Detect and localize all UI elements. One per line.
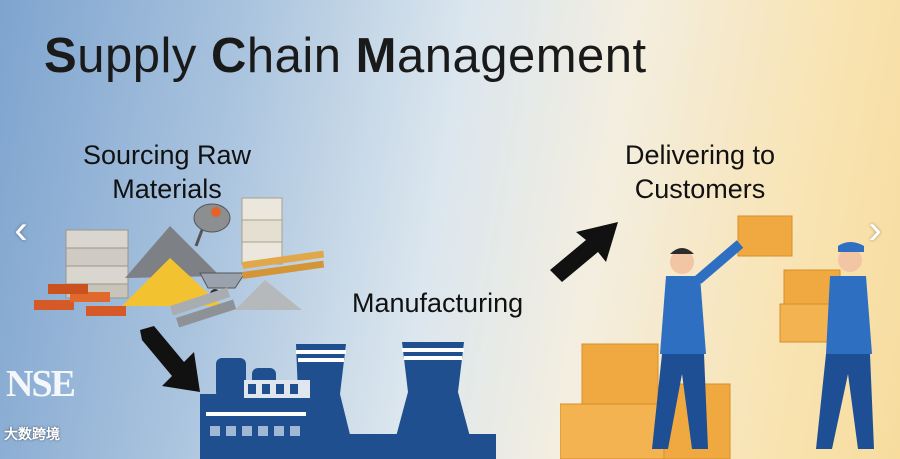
wooden-planks-icon	[242, 250, 325, 279]
stone-blocks-icon	[241, 197, 283, 265]
worker-carrying-boxes-icon	[816, 242, 874, 449]
cement-mixer-icon	[193, 203, 231, 247]
title-initial-c: C	[210, 29, 247, 83]
worker-lifting-box-icon	[652, 240, 744, 449]
arrow-to-factory-icon	[140, 326, 200, 392]
sand-pile-icon	[122, 258, 222, 306]
cooling-tower-icon	[390, 342, 476, 459]
delivery-workers-illustration	[560, 215, 874, 459]
bricks-icon	[34, 284, 126, 316]
delivering-caption-line1: Delivering to	[624, 140, 776, 170]
factory-base	[314, 434, 496, 459]
chevron-left-icon[interactable]: ‹	[14, 208, 28, 252]
manufacturing-caption: Manufacturing	[352, 288, 524, 318]
slide-title: Supply Chain Management	[44, 28, 647, 84]
title-word-chain: hain	[246, 29, 356, 83]
brand-logo: NSE	[6, 363, 76, 405]
sourcing-caption-line1: Sourcing Raw	[82, 140, 252, 170]
steel-beams-icon	[170, 287, 237, 328]
rocks-pile-icon	[235, 280, 302, 310]
factory-building-icon	[200, 358, 314, 459]
sourcing-caption-line2: Materials	[112, 174, 222, 204]
chevron-right-icon[interactable]: ›	[868, 208, 882, 252]
title-word-management: anagement	[396, 29, 647, 83]
gravel-pile-icon	[125, 226, 220, 278]
arrow-to-customers-icon	[550, 222, 618, 282]
title-initial-s: S	[44, 29, 78, 83]
raw-materials-illustration	[34, 197, 325, 328]
delivering-caption-line2: Customers	[634, 174, 766, 204]
title-initial-m: M	[355, 29, 397, 83]
factory-illustration	[200, 342, 496, 459]
title-word-supply: upply	[77, 29, 211, 83]
cement-bags-icon	[65, 229, 129, 299]
delivering-caption: Delivering to Customers	[600, 138, 800, 206]
sourcing-caption: Sourcing Raw Materials	[62, 138, 272, 206]
watermark-text: 大数跨境	[4, 426, 60, 442]
